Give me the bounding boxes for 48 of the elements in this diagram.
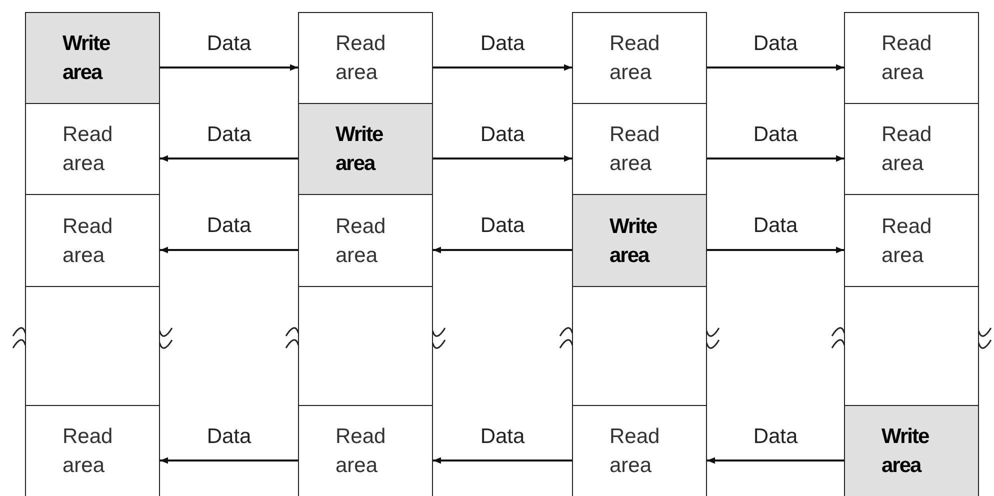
memory-area-box <box>572 12 707 104</box>
area-label: Read area <box>882 122 933 177</box>
memory-area-box <box>572 405 707 496</box>
area-label: Write area <box>882 424 930 479</box>
blank-area-box <box>298 286 433 406</box>
arrow <box>160 457 298 464</box>
area-label: Write area <box>336 122 384 177</box>
memory-area-box <box>298 405 433 496</box>
memory-area-box <box>572 194 707 287</box>
memory-area-box <box>25 12 160 104</box>
arrow <box>433 155 572 162</box>
memory-area-box <box>844 194 979 287</box>
arrow <box>433 246 572 254</box>
arrow <box>433 64 572 71</box>
area-label: Read area <box>62 122 114 177</box>
memory-area-box <box>298 12 433 104</box>
area-label: Read area <box>336 424 387 479</box>
memory-area-box <box>25 405 160 496</box>
blank-area-box <box>572 286 707 406</box>
arrow <box>707 64 844 71</box>
memory-area-box <box>298 194 433 287</box>
memory-area-box <box>844 103 979 195</box>
arrow <box>160 64 298 71</box>
area-label: Read area <box>610 31 661 86</box>
area-label: Read area <box>62 424 114 479</box>
arrow <box>160 155 298 162</box>
arrow <box>433 457 572 464</box>
area-label: Write area <box>62 31 111 86</box>
memory-area-box <box>298 103 433 195</box>
arrow <box>707 246 844 254</box>
memory-area-box <box>25 194 160 287</box>
area-label: Read area <box>336 214 387 268</box>
memory-area-box <box>572 103 707 195</box>
area-label: Read area <box>336 31 387 86</box>
blank-area-box <box>25 286 160 406</box>
arrow <box>707 457 844 464</box>
memory-area-box <box>25 103 160 195</box>
memory-area-box <box>844 12 979 104</box>
blank-area-box <box>844 286 979 406</box>
area-label: Read area <box>882 31 933 86</box>
memory-area-box <box>844 405 979 496</box>
area-label: Read area <box>610 424 661 479</box>
area-label: Read area <box>882 214 933 268</box>
area-label: Read area <box>62 214 114 268</box>
arrow <box>707 155 844 162</box>
area-label: Read area <box>610 122 661 177</box>
area-label: Write area <box>610 214 658 268</box>
arrow <box>160 246 298 254</box>
